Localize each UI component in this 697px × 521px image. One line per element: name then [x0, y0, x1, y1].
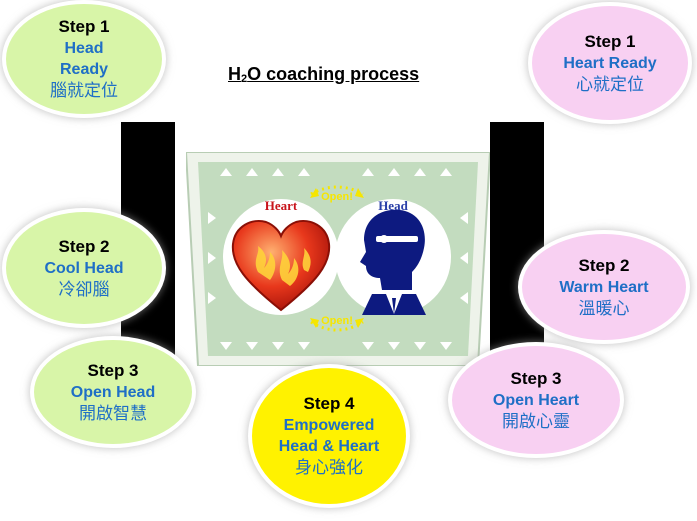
step-line1: Heart Ready — [563, 54, 657, 72]
open-top-label: Open! — [321, 191, 353, 203]
diagram-title: H2O coaching process — [228, 64, 419, 85]
step-cjk: 溫暖心 — [578, 298, 630, 319]
step-line2: Ready — [59, 61, 109, 78]
head-heart-panel: Heart Head Open! Open! — [184, 151, 492, 367]
step-cjk: 心就定位 — [576, 74, 644, 95]
title-subscript: 2 — [241, 73, 248, 85]
oval-head-step2: Step 2 Cool Head 冷卻腦 — [6, 212, 162, 324]
oval-heart-step2: Step 2 Warm Heart 溫暖心 — [522, 234, 686, 340]
step-label: Step 2 — [58, 236, 110, 256]
step-line2: Head & Heart — [278, 438, 380, 455]
right-black-bar — [490, 122, 544, 362]
oval-head-step3: Step 3 Open Head 開啟智慧 — [34, 340, 192, 444]
oval-heart-step1: Step 1 Heart Ready 心就定位 — [532, 6, 688, 120]
step-cjk: 開啟心靈 — [502, 411, 570, 432]
step-cjk: 開啟智慧 — [79, 403, 147, 424]
oval-step4: Step 4 Empowered Head & Heart 身心強化 — [252, 368, 406, 504]
step-line1: Cool Head — [44, 259, 124, 277]
open-bottom-label: Open! — [321, 315, 353, 327]
step-cjk: 身心強化 — [295, 458, 363, 478]
title-main: H — [228, 64, 241, 84]
panel-graphic: Heart Head Open! Open! — [184, 151, 492, 367]
step-line1: Head — [64, 40, 104, 57]
step-line1: Open Head — [70, 383, 156, 401]
triangle-marks — [208, 168, 468, 350]
step-cjk: 冷卻腦 — [58, 279, 110, 300]
oval-heart-step3: Step 3 Open Heart 開啟心靈 — [452, 346, 620, 454]
step-label: Step 3 — [510, 368, 562, 388]
step-label: Step 1 — [58, 17, 110, 36]
step-label: Step 2 — [578, 255, 630, 275]
head-label: Head — [378, 198, 408, 213]
oval-head-step1: Step 1 Head Ready 腦就定位 — [6, 4, 162, 114]
step-label: Step 3 — [87, 360, 139, 380]
title-rest: O coaching process — [247, 64, 420, 84]
person-head-icon — [360, 209, 426, 315]
flame-icon — [255, 246, 311, 286]
step-line1: Empowered — [283, 417, 375, 434]
step-cjk: 腦就定位 — [50, 81, 118, 101]
step-line1: Open Heart — [492, 391, 580, 409]
step-line1: Warm Heart — [559, 278, 649, 296]
step-label: Step 1 — [584, 31, 636, 51]
heart-label: Heart — [265, 198, 298, 213]
step-label: Step 4 — [303, 394, 355, 413]
